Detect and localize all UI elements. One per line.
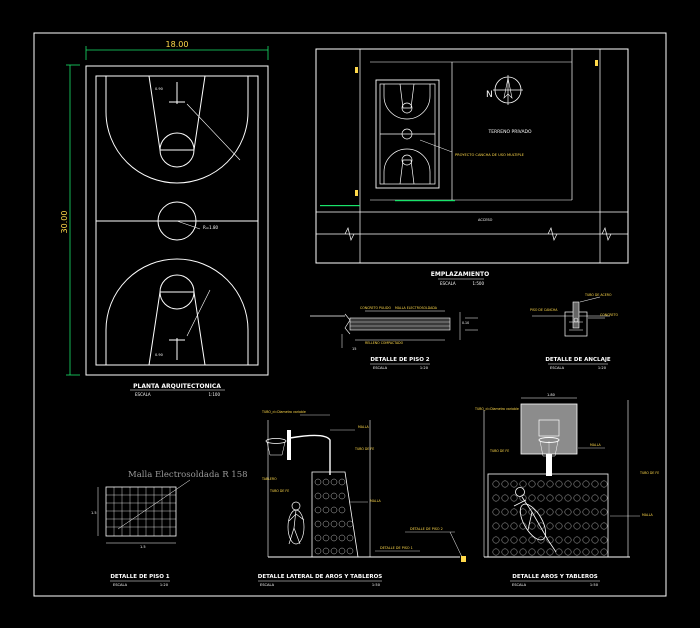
svg-text:RELLENO COMPACTADO: RELLENO COMPACTADO xyxy=(365,341,404,345)
north-label: N xyxy=(486,90,493,100)
front-elevation-title: DETALLE AROS Y TABLEROS xyxy=(512,574,597,580)
mesh-label: Malla Electrosoldada R 158 xyxy=(128,470,248,480)
svg-text:CONCRETO: CONCRETO xyxy=(600,313,619,317)
svg-text:0.90: 0.90 xyxy=(155,353,163,357)
svg-text:TABLERO: TABLERO xyxy=(261,477,277,481)
court-length-dimension: 30.00 xyxy=(60,211,69,234)
mesh-detail-scale-label: ESCALA xyxy=(113,583,128,587)
side-elevation-title: DETALLE LATERAL DE AROS Y TABLEROS xyxy=(258,574,382,580)
terrain-label: TERRENO PRIVADO xyxy=(487,129,532,135)
court-plan-title: PLANTA ARQUITECTONICA xyxy=(133,383,221,390)
anchor-detail-title: DETALLE DE ANCLAJE xyxy=(545,357,611,363)
svg-text:CONCRETO PULIDO: CONCRETO PULIDO xyxy=(360,306,391,310)
svg-text:R=1.80: R=1.80 xyxy=(203,225,218,230)
anchor-detail-scale-value: 1:20 xyxy=(598,366,607,370)
mesh-detail-title: DETALLE DE PISO 1 xyxy=(110,574,169,580)
svg-text:0.10: 0.10 xyxy=(462,321,469,325)
sheet-border xyxy=(33,32,667,597)
svg-text:MALLA ELECTROSOLDADA: MALLA ELECTROSOLDADA xyxy=(395,306,438,310)
site-plan-scale-label: ESCALA xyxy=(440,281,456,286)
floor-detail-2: CONCRETO PULIDO MALLA ELECTROSOLDADA REL… xyxy=(310,306,478,370)
svg-text:MALLA: MALLA xyxy=(642,513,654,517)
court-plan: 18.00 30.00 R=1.80 0.90 0.90 PL xyxy=(60,40,269,397)
front-elevation-scale-value: 1:50 xyxy=(590,583,599,587)
floor-detail-2-title: DETALLE DE PISO 2 xyxy=(370,357,429,363)
court-plan-scale-label: ESCALA xyxy=(135,392,151,397)
svg-text:TUBO DE FE: TUBO DE FE xyxy=(354,447,374,451)
svg-text:ACCESO: ACCESO xyxy=(478,218,493,222)
front-elevation: 1.80 TUBO_d=Diametro variable TUBO DE FE… xyxy=(474,393,659,587)
svg-text:1.5: 1.5 xyxy=(140,545,146,549)
svg-text:TUBO DE FE: TUBO DE FE xyxy=(639,471,659,475)
anchor-detail: TUBO DE ACERO CONCRETO PISO DE CANCHA DE… xyxy=(530,293,619,370)
side-callout-floor-1: DETALLE DE PISO 1 xyxy=(380,546,413,550)
side-elevation: TUBO_d=Diametro variable MALLA TUBO DE F… xyxy=(258,410,466,587)
player-figure-icon xyxy=(287,501,305,545)
site-plan: PROYECTO CANCHA DE USO MULTIPLE N TERREN… xyxy=(315,48,629,286)
mesh-detail-scale-value: 1:20 xyxy=(160,583,169,587)
svg-text:MALLA: MALLA xyxy=(358,425,370,429)
svg-text:PISO DE CANCHA: PISO DE CANCHA xyxy=(530,308,558,312)
svg-text:TUBO_d=Diametro variable: TUBO_d=Diametro variable xyxy=(261,410,306,414)
front-elevation-scale-label: ESCALA xyxy=(512,583,527,587)
svg-text:MALLA: MALLA xyxy=(590,443,602,447)
svg-text:TUBO DE ACERO: TUBO DE ACERO xyxy=(584,293,612,297)
mesh-detail: Malla Electrosoldada R 158 1.5 1.5 DETAL… xyxy=(91,470,248,587)
court-width-dimension: 18.00 xyxy=(166,40,189,49)
side-elevation-scale-value: 1:50 xyxy=(372,583,381,587)
floor-detail-2-scale-label: ESCALA xyxy=(373,366,388,370)
svg-text:MALLA: MALLA xyxy=(370,499,382,503)
floor-detail-2-scale-value: 1:20 xyxy=(420,366,429,370)
court-plan-scale-value: 1:100 xyxy=(208,392,220,397)
side-callout-floor-2: DETALLE DE PISO 2 xyxy=(410,527,443,531)
site-plan-scale-value: 1:500 xyxy=(472,281,484,286)
svg-text:15: 15 xyxy=(352,347,356,351)
svg-text:TUBO DE FE: TUBO DE FE xyxy=(269,489,289,493)
svg-text:TUBO DE FE: TUBO DE FE xyxy=(489,449,509,453)
svg-text:1.5: 1.5 xyxy=(91,511,97,515)
svg-text:0.90: 0.90 xyxy=(155,87,163,91)
anchor-detail-scale-label: ESCALA xyxy=(550,366,565,370)
svg-text:1.80: 1.80 xyxy=(547,393,555,397)
site-plan-title: EMPLAZAMIENTO xyxy=(431,271,489,278)
site-plan-note: PROYECTO CANCHA DE USO MULTIPLE xyxy=(455,153,525,157)
side-elevation-scale-label: ESCALA xyxy=(260,583,275,587)
svg-text:TUBO_d=Diametro variable: TUBO_d=Diametro variable xyxy=(474,407,519,411)
front-player-figure-icon xyxy=(513,487,557,553)
